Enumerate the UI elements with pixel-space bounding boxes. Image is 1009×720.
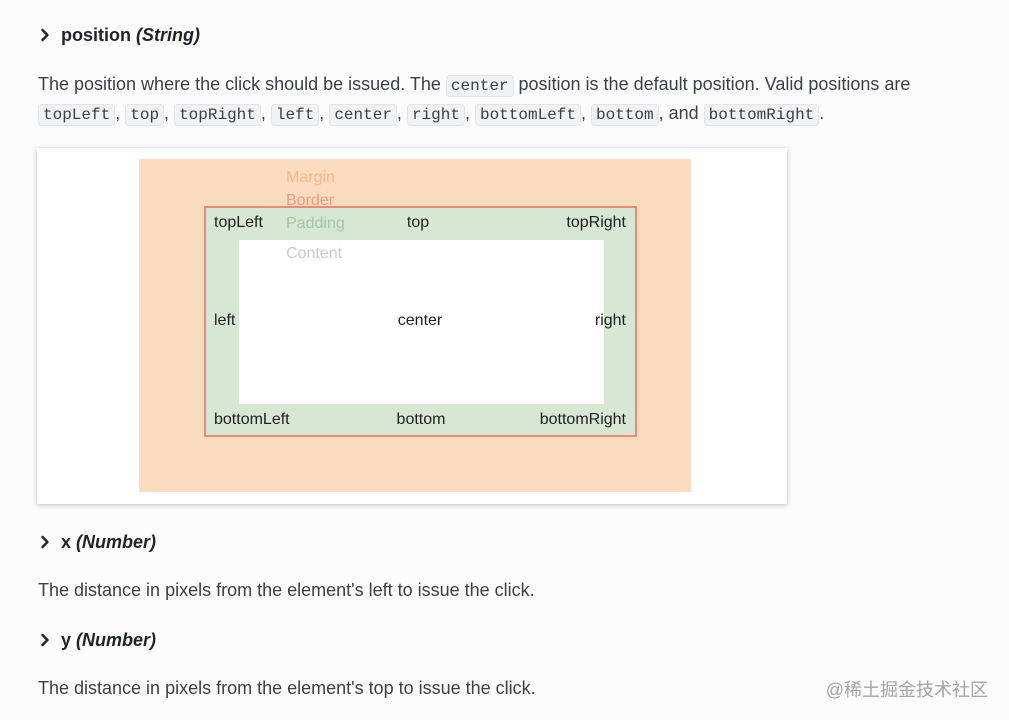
separator-text: , <box>396 103 407 123</box>
param-type: (Number) <box>76 629 157 650</box>
position-label-right: right <box>594 312 626 329</box>
separator-text: , <box>164 103 175 123</box>
param-heading-x: x (Number) <box>40 530 156 554</box>
position-label-top: top <box>406 214 430 231</box>
description-text: The position where the click should be i… <box>38 74 446 94</box>
param-type: (Number) <box>76 531 157 552</box>
param-type: (String) <box>136 24 200 45</box>
content-area <box>239 240 604 404</box>
param-heading-position: position (String) <box>40 23 200 47</box>
box-model-diagram: Margin Border Padding Content topLeft to… <box>37 148 787 504</box>
separator-text: , <box>115 103 126 123</box>
param-description-y: The distance in pixels from the element'… <box>38 678 536 698</box>
description-text: position is the default position. Valid … <box>513 74 911 94</box>
inline-code: topLeft <box>38 104 116 126</box>
position-label-bottomright: bottomRight <box>539 411 626 428</box>
position-label-topright: topRight <box>566 214 626 231</box>
position-label-bottomleft: bottomLeft <box>214 411 290 428</box>
separator-text: , and <box>658 103 704 123</box>
separator-text: , <box>464 103 475 123</box>
inline-code: top <box>125 104 165 126</box>
param-name: y <box>61 629 72 650</box>
position-label-topleft: topLeft <box>214 214 263 231</box>
param-description-position: The position where the click should be i… <box>38 70 988 128</box>
separator-text: , <box>580 103 591 123</box>
param-heading-y: y (Number) <box>40 628 156 652</box>
position-label-bottom: bottom <box>396 411 446 428</box>
separator-text: , <box>319 103 330 123</box>
watermark: @稀土掘金技术社区 <box>825 680 988 700</box>
margin-label: Margin <box>286 169 335 186</box>
padding-label: Padding <box>286 215 345 232</box>
inline-code: center <box>329 104 397 126</box>
separator-text: , <box>260 103 271 123</box>
param-name: x <box>61 531 72 552</box>
inline-code: left <box>270 104 320 126</box>
inline-code: bottom <box>591 104 659 126</box>
position-label-center: center <box>397 312 443 329</box>
chevron-right-icon <box>40 535 50 549</box>
param-name: position <box>61 24 131 45</box>
content-label: Content <box>286 245 343 262</box>
position-label-left: left <box>214 312 236 329</box>
chevron-right-icon <box>40 28 50 42</box>
chevron-right-icon <box>40 633 50 647</box>
inline-code: right <box>406 104 465 126</box>
inline-code: topRight <box>174 104 261 126</box>
separator-text: . <box>819 103 825 123</box>
inline-code: bottomRight <box>703 104 820 126</box>
inline-code: center <box>445 75 514 97</box>
border-label: Border <box>286 192 335 209</box>
inline-code: bottomLeft <box>474 104 581 126</box>
param-description-x: The distance in pixels from the element'… <box>38 580 535 600</box>
